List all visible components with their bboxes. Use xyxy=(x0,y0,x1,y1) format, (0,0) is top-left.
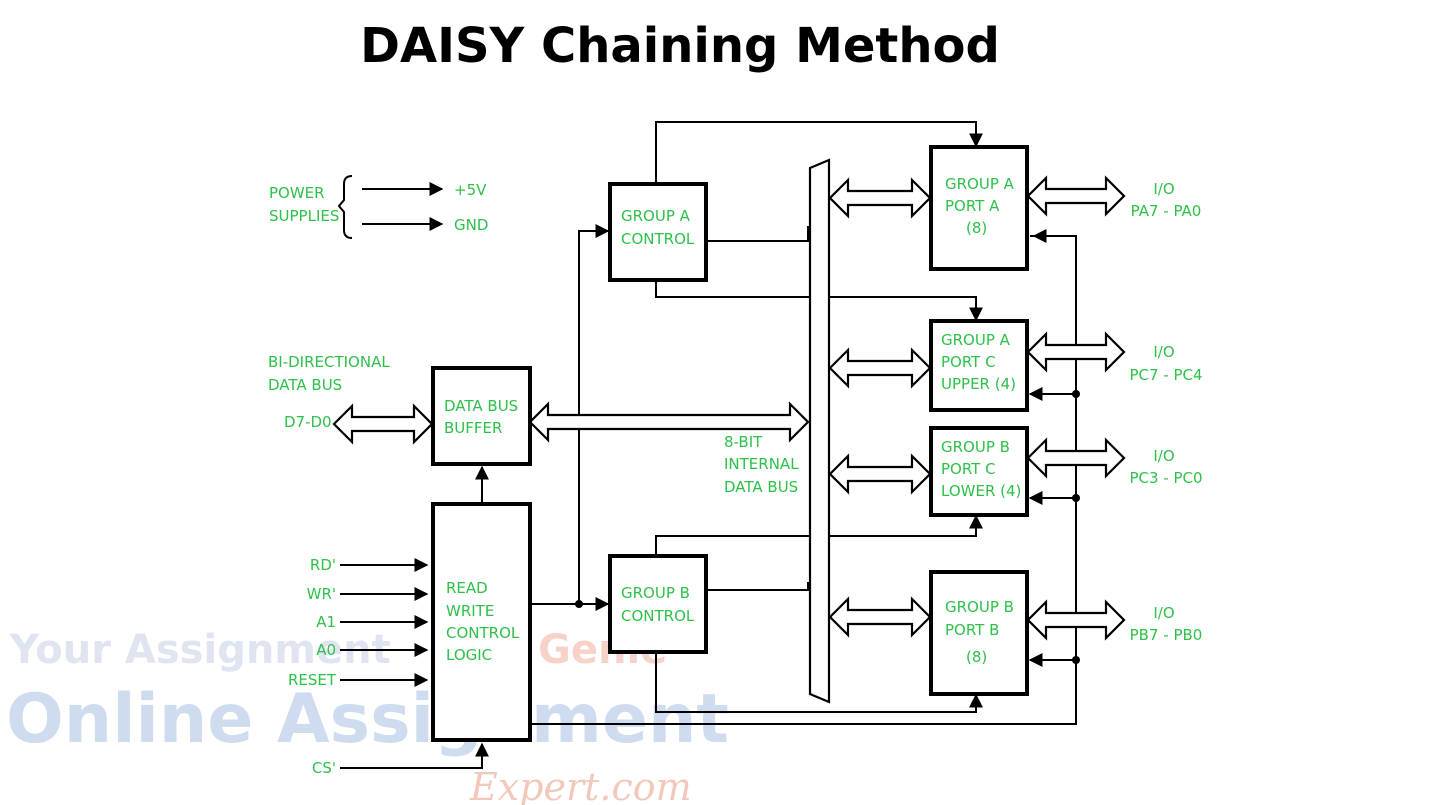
watermark: Your Assignment Genie Online Assignment … xyxy=(6,627,729,805)
io-porta-pins: PA7 - PA0 xyxy=(1131,202,1202,220)
block-group-a-port-a: GROUP A PORT A (8) xyxy=(929,145,1029,271)
io-portb-pins: PB7 - PB0 xyxy=(1130,626,1203,644)
cs-line xyxy=(340,742,489,769)
a1-label: A1 xyxy=(316,613,336,631)
io-pcl-label: I/O xyxy=(1153,447,1174,465)
rwc-line1: READ xyxy=(446,579,488,597)
gpb-line3: (8) xyxy=(966,648,987,666)
junction-dot xyxy=(1072,656,1080,664)
porta-io-arrow xyxy=(1026,175,1126,217)
internal-bus-arrow xyxy=(528,401,810,443)
power-label: POWER xyxy=(269,184,325,202)
bidirectional-label: BI-DIRECTIONAL xyxy=(268,353,390,371)
line-grpa-to-porta xyxy=(655,121,983,184)
io-pcl-pins: PC3 - PC0 xyxy=(1129,469,1202,487)
bus-to-grpa xyxy=(708,226,809,242)
io-portb-label: I/O xyxy=(1153,604,1174,622)
internal-bus-line2: INTERNAL xyxy=(724,455,799,473)
gpcu-line1: GROUP A xyxy=(941,331,1011,349)
watermark-line1: Your Assignment xyxy=(9,627,391,673)
dbb-line1: DATA BUS xyxy=(444,397,518,415)
power-brace xyxy=(337,175,353,239)
portb-io-arrow xyxy=(1026,599,1126,641)
gpcl-line3: LOWER (4) xyxy=(941,482,1021,500)
wr-label: WR' xyxy=(307,585,336,603)
data-bus-label: DATA BUS xyxy=(268,376,342,394)
watermark-line2: Online Assignment xyxy=(6,680,729,759)
external-data-bus-arrow xyxy=(332,403,434,445)
block-group-a-port-c-upper: GROUP A PORT C UPPER (4) xyxy=(929,319,1029,412)
block-group-a-control: GROUP A CONTROL xyxy=(608,182,708,282)
gpb-line1: GROUP B xyxy=(945,598,1014,616)
gac-line1: GROUP A xyxy=(621,207,691,225)
d7-d0-label: D7-D0 xyxy=(284,413,332,431)
block-data-bus-buffer: DATA BUS BUFFER xyxy=(431,366,532,466)
io-pcu-label: I/O xyxy=(1153,343,1174,361)
io-porta-label: I/O xyxy=(1153,180,1174,198)
control-signal-labels: RD' WR' A1 A0 RESET CS' xyxy=(288,556,337,777)
gpcu-line3: UPPER (4) xyxy=(941,375,1016,393)
gnd-label: GND xyxy=(454,216,488,234)
junction-dot xyxy=(1072,494,1080,502)
line-grpb-to-portb xyxy=(655,652,983,713)
io-pcu-pins: PC7 - PC4 xyxy=(1129,366,1202,384)
junction-dot xyxy=(575,600,583,608)
bus-to-pcu-arrow xyxy=(828,347,932,389)
bus-to-portb-arrow xyxy=(828,596,932,638)
internal-bus-line3: DATA BUS xyxy=(724,478,798,496)
internal-bus-line1: 8-BIT xyxy=(724,433,763,451)
gpa-line1: GROUP A xyxy=(945,175,1015,193)
gbc-line1: GROUP B xyxy=(621,584,690,602)
pcu-io-arrow xyxy=(1026,331,1126,373)
bus-to-grpb xyxy=(708,582,809,591)
rwc-line3: CONTROL xyxy=(446,624,520,642)
line-rw-to-grpa xyxy=(578,224,610,604)
gpa-line2: PORT A xyxy=(945,197,1000,215)
power-supplies: POWER SUPPLIES +5V GND xyxy=(269,175,488,239)
block-group-b-control: GROUP B CONTROL xyxy=(608,554,708,654)
gpcl-line1: GROUP B xyxy=(941,438,1010,456)
rd-label: RD' xyxy=(310,556,336,574)
gac-line2: CONTROL xyxy=(621,230,695,248)
watermark-line3: Expert.com xyxy=(469,765,692,805)
junction-dot xyxy=(1072,390,1080,398)
connection-lines xyxy=(340,121,1080,769)
block-read-write-control: READ WRITE CONTROL LOGIC xyxy=(431,502,532,742)
a0-label: A0 xyxy=(316,641,336,659)
reset-label: RESET xyxy=(288,671,337,689)
diagram-title: DAISY Chaining Method xyxy=(360,18,1000,74)
gpcu-line2: PORT C xyxy=(941,353,996,371)
gpcl-line2: PORT C xyxy=(941,460,996,478)
gpb-line2: PORT B xyxy=(945,621,999,639)
block-group-b-port-c-lower: GROUP B PORT C LOWER (4) xyxy=(929,426,1029,517)
bus-to-pcl-arrow xyxy=(828,453,932,495)
supplies-label: SUPPLIES xyxy=(269,207,339,225)
gbc-line2: CONTROL xyxy=(621,607,695,625)
plus5v-label: +5V xyxy=(454,181,487,199)
io-labels: I/O PA7 - PA0 I/O PC7 - PC4 I/O PC3 - PC… xyxy=(1129,180,1202,644)
bus-arrows xyxy=(332,175,1126,641)
block-group-b-port-b: GROUP B PORT B (8) xyxy=(929,570,1029,696)
rwc-line4: LOGIC xyxy=(446,646,492,664)
gpa-line3: (8) xyxy=(966,219,987,237)
cs-label: CS' xyxy=(312,759,336,777)
rwc-line2: WRITE xyxy=(446,602,494,620)
bus-to-porta-arrow xyxy=(828,177,932,219)
internal-data-bus-bar xyxy=(808,158,831,704)
dbb-line2: BUFFER xyxy=(444,419,502,437)
pcl-io-arrow xyxy=(1026,437,1126,479)
